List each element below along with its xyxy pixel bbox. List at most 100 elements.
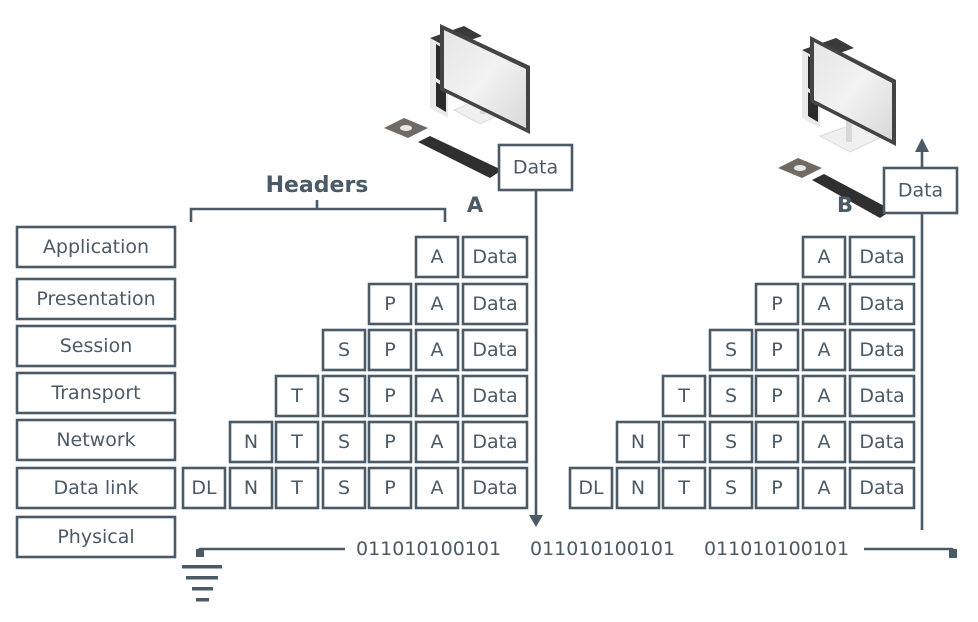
layer-presentation: Presentation — [15, 277, 177, 321]
header-box — [801, 328, 847, 372]
header-a: A — [818, 477, 831, 499]
payload-label: Data — [859, 477, 904, 499]
layer-label: Data link — [53, 477, 138, 499]
header-box — [754, 328, 800, 372]
header-p: P — [384, 385, 395, 407]
payload-label: Data — [472, 293, 517, 315]
header-p: P — [771, 431, 782, 453]
payload-box — [848, 235, 916, 279]
header-box — [321, 420, 367, 464]
header-box — [274, 420, 320, 464]
header-box — [661, 420, 707, 464]
header-s: S — [725, 339, 737, 361]
header-box — [414, 374, 460, 418]
header-t: T — [290, 385, 303, 407]
payload-box — [848, 420, 916, 464]
header-n: N — [244, 431, 258, 453]
header-box — [414, 235, 460, 279]
layer-label: Transport — [50, 382, 140, 404]
payload-box — [461, 466, 529, 510]
header-box — [367, 374, 413, 418]
layer-transport: Transport — [15, 371, 177, 415]
ground-icon — [182, 565, 222, 602]
header-box — [367, 420, 413, 464]
header-box — [181, 466, 227, 510]
header-box — [367, 282, 413, 326]
payload-label: Data — [472, 246, 517, 268]
header-a: A — [431, 477, 444, 499]
payload-label: Data — [859, 339, 904, 361]
layer-application: Application — [15, 225, 177, 269]
header-dl: DL — [191, 477, 217, 499]
header-a: A — [818, 385, 831, 407]
header-p: P — [384, 431, 395, 453]
header-box — [801, 466, 847, 510]
header-t: T — [677, 385, 690, 407]
desktop-computer-icon — [778, 36, 896, 218]
pdu-row-session: A P S Data — [708, 328, 916, 372]
header-box — [661, 374, 707, 418]
header-box — [367, 328, 413, 372]
payload-box — [848, 282, 916, 326]
header-box — [615, 420, 661, 464]
header-s: S — [338, 477, 350, 499]
header-a: A — [818, 246, 831, 268]
layer-label: Application — [43, 236, 149, 258]
payload-box — [848, 374, 916, 418]
payload-box — [461, 420, 529, 464]
header-box — [754, 282, 800, 326]
header-a: A — [431, 431, 444, 453]
header-box — [321, 374, 367, 418]
header-s: S — [338, 385, 350, 407]
header-box — [414, 420, 460, 464]
desktop-computer-icon — [384, 24, 530, 178]
payload-label: Data — [859, 385, 904, 407]
header-box — [801, 420, 847, 464]
header-p: P — [771, 385, 782, 407]
header-box — [274, 374, 320, 418]
header-box — [754, 420, 800, 464]
svg-text:Data: Data — [898, 180, 943, 202]
payload-box — [461, 374, 529, 418]
header-box — [754, 374, 800, 418]
payload-label: Data — [472, 339, 517, 361]
layer-network: Network — [15, 418, 177, 462]
header-box — [321, 328, 367, 372]
header-p: P — [771, 339, 782, 361]
host-b-computer — [778, 36, 896, 218]
layer-label: Physical — [57, 526, 134, 548]
header-n: N — [631, 477, 645, 499]
header-box — [708, 420, 754, 464]
header-box — [801, 235, 847, 279]
header-a: A — [818, 339, 831, 361]
svg-text:Data: Data — [513, 157, 558, 179]
host-a-computer — [384, 24, 530, 178]
layer-label: Presentation — [36, 288, 155, 310]
payload-box — [461, 282, 529, 326]
header-s: S — [725, 431, 737, 453]
header-box — [568, 466, 614, 510]
header-box — [801, 282, 847, 326]
host-a-data-box: Data — [497, 143, 574, 192]
layer-data-link: Data link — [15, 466, 177, 510]
header-a: A — [818, 293, 831, 315]
header-t: T — [290, 431, 303, 453]
header-box — [661, 466, 707, 510]
payload-label: Data — [859, 246, 904, 268]
payload-label: Data — [472, 431, 517, 453]
header-t: T — [290, 477, 303, 499]
header-n: N — [631, 431, 645, 453]
layer-label: Network — [56, 429, 135, 451]
header-t: T — [677, 431, 690, 453]
header-t: T — [677, 477, 690, 499]
layer-physical: Physical — [15, 515, 177, 559]
